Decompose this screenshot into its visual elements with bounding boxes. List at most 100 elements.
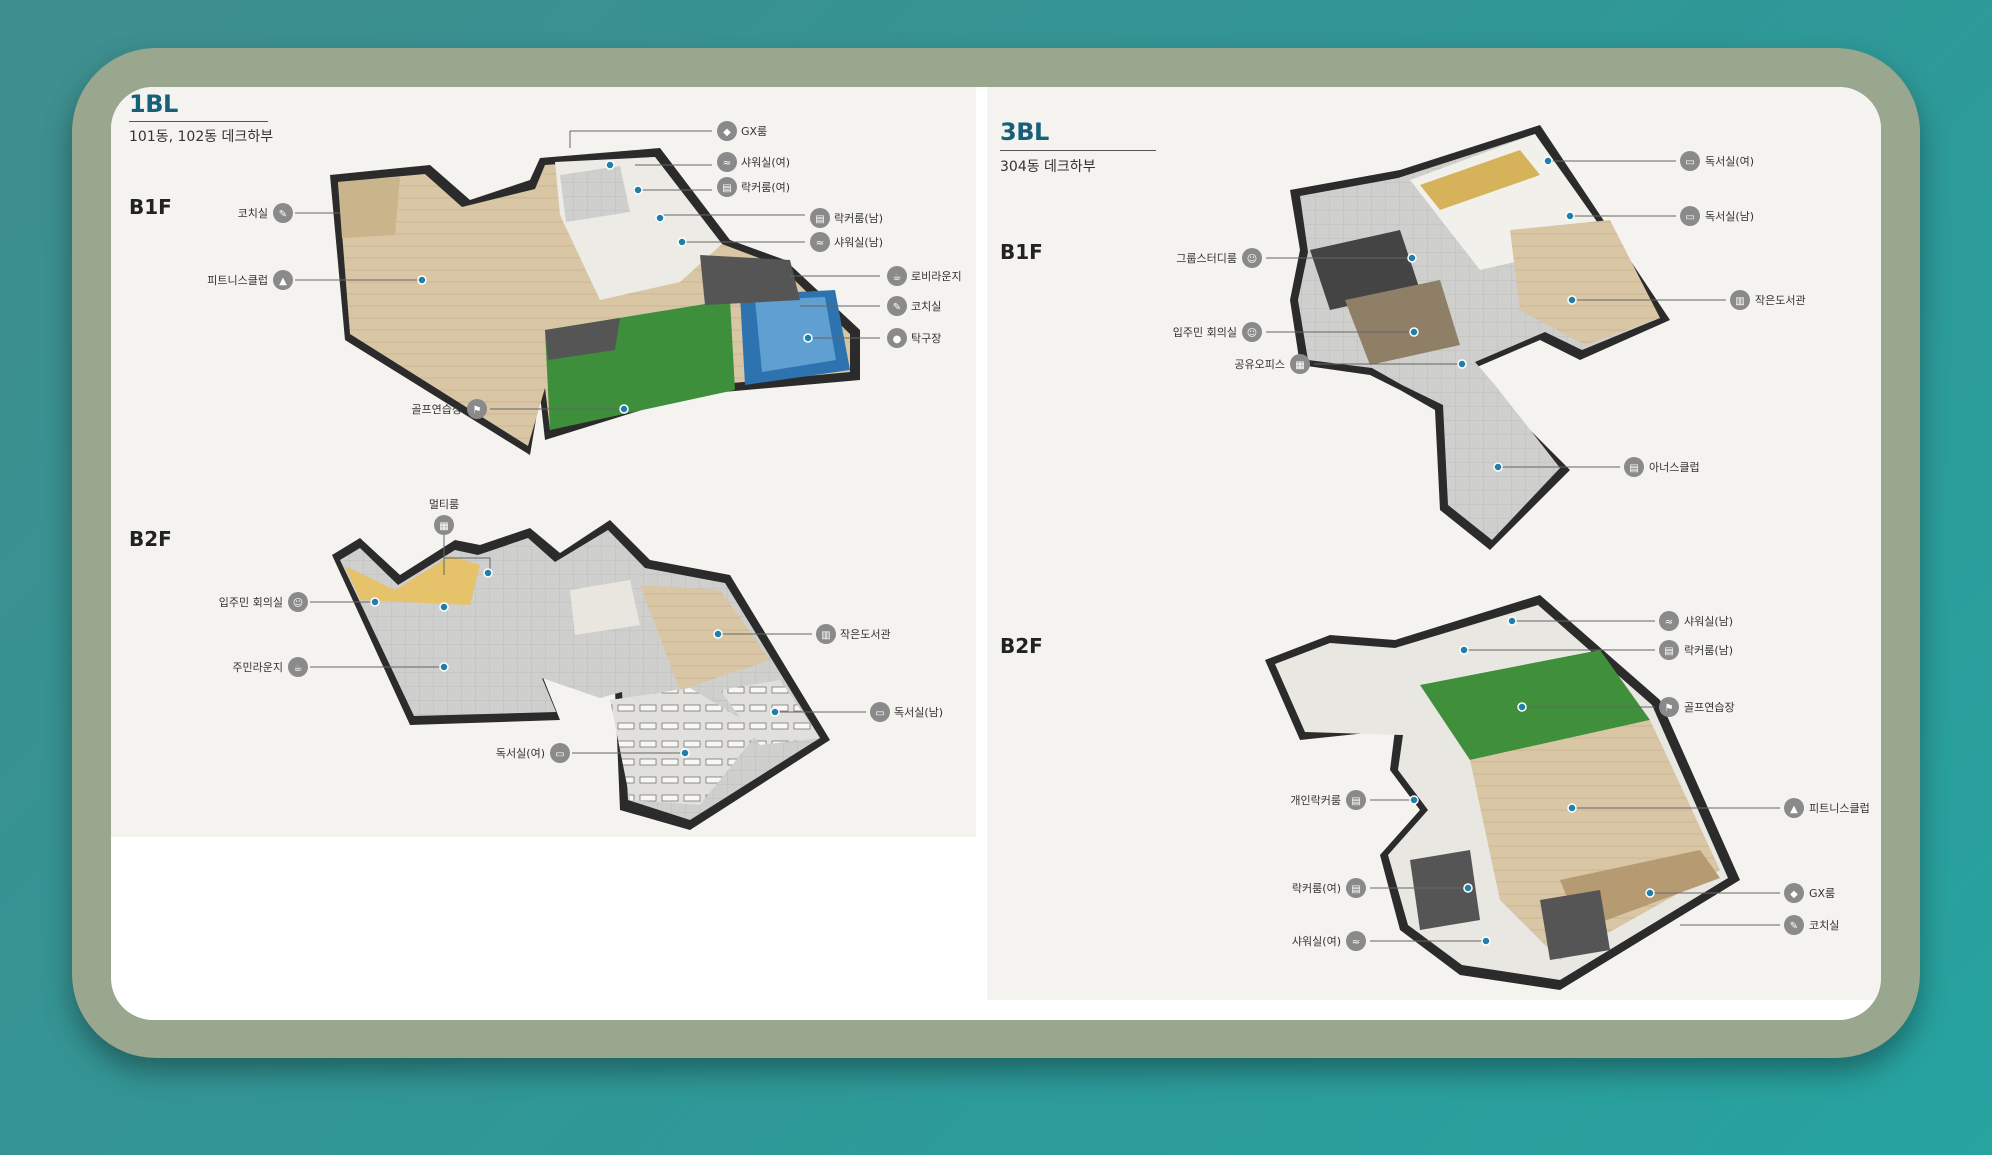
svg-text:락커룸(여): 락커룸(여)	[741, 181, 790, 194]
labels-3bl-b2f: ≈ 샤워실(남) ▤ 락커룸(남) ⚑ 골프연습장 ▤ 개인락커룸	[1290, 611, 1870, 951]
callout-locker-f: ▤ 락커룸(여)	[633, 177, 790, 197]
svg-text:☕: ☕	[294, 663, 303, 674]
callout-pingpong: ● 탁구장	[803, 328, 941, 348]
svg-text:⚑: ⚑	[1665, 703, 1674, 714]
locker-icon	[1659, 640, 1679, 660]
plan-3bl-b1f	[1290, 125, 1670, 550]
svg-text:▤: ▤	[1351, 884, 1360, 895]
club-icon	[1624, 457, 1644, 477]
svg-text:샤워실(여): 샤워실(여)	[1292, 935, 1341, 948]
locker-icon	[717, 177, 737, 197]
svg-text:샤워실(남): 샤워실(남)	[1684, 615, 1733, 628]
book-icon	[1680, 206, 1700, 226]
title-rule	[129, 121, 268, 122]
callout-library: ▥ 작은도서관	[713, 624, 891, 644]
callout-gx-room: ◆ GX룸	[1645, 883, 1835, 903]
svg-text:▥: ▥	[1735, 296, 1744, 307]
block-subtitle-1bl: 101동, 102동 데크하부	[129, 129, 274, 145]
gx-icon	[717, 121, 737, 141]
svg-text:락커룸(남): 락커룸(남)	[1684, 644, 1733, 657]
svg-text:멀티룸: 멀티룸	[429, 498, 459, 511]
locker-icon	[810, 208, 830, 228]
shower-icon	[810, 232, 830, 252]
people-icon	[288, 592, 308, 612]
plan-1bl-b1f	[330, 148, 860, 455]
svg-text:▤: ▤	[722, 183, 731, 194]
callout-study-m: ▭ 독서실(남)	[1565, 206, 1754, 226]
library-icon	[816, 624, 836, 644]
shower-icon	[1659, 611, 1679, 631]
callout-golf: ⚑ 골프연습장	[411, 399, 629, 419]
callout-study-f: ▭ 독서실(여)	[496, 743, 690, 763]
callout-multi-room: ▦ 멀티룸	[429, 498, 493, 612]
svg-text:☺: ☺	[1247, 328, 1257, 339]
svg-text:주민라운지: 주민라운지	[232, 661, 283, 674]
svg-text:샤워실(남): 샤워실(남)	[834, 236, 883, 249]
callout-shower-m: ≈ 샤워실(남)	[1507, 611, 1733, 631]
callout-locker-m: ▤ 락커룸(남)	[1459, 640, 1733, 660]
svg-text:골프연습장: 골프연습장	[411, 403, 462, 416]
svg-text:▥: ▥	[821, 630, 830, 641]
pingpong-icon	[887, 328, 907, 348]
callout-study-m: ▭ 독서실(남)	[770, 702, 943, 722]
callout-shower-m: ≈ 샤워실(남)	[677, 232, 883, 252]
gx-icon	[1784, 883, 1804, 903]
floor-label-b2f: B2F	[129, 527, 172, 551]
callout-personal-locker: ▤ 개인락커룸	[1290, 790, 1419, 810]
callout-fitness: ▲ 피트니스클럽	[1567, 798, 1870, 818]
svg-text:입주민 회의실: 입주민 회의실	[1173, 326, 1237, 339]
svg-text:작은도서관: 작은도서관	[1755, 294, 1806, 307]
svg-text:공유오피스: 공유오피스	[1234, 358, 1285, 371]
locker-icon	[1346, 878, 1366, 898]
callout-group-study: ☺ 그룹스터디룸	[1176, 248, 1417, 268]
svg-text:▦: ▦	[439, 521, 448, 532]
svg-text:락커룸(남): 락커룸(남)	[834, 212, 883, 225]
svg-text:☺: ☺	[293, 598, 303, 609]
callout-honors-club: ▤ 아너스클럽	[1493, 457, 1700, 477]
library-icon	[1730, 290, 1750, 310]
shower-icon	[717, 152, 737, 172]
svg-text:피트니스클럽: 피트니스클럽	[1809, 801, 1870, 815]
svg-text:작은도서관: 작은도서관	[840, 628, 891, 641]
callout-lobby-lounge: ☕ 로비라운지	[790, 266, 962, 286]
golf-icon	[467, 399, 487, 419]
svg-text:탁구장: 탁구장	[911, 332, 941, 345]
block-subtitle-3bl: 304동 데크하부	[1000, 159, 1096, 175]
svg-text:로비라운지: 로비라운지	[911, 270, 962, 283]
callout-locker-f: ▤ 락커룸(여)	[1292, 878, 1473, 898]
svg-text:●: ●	[893, 334, 902, 345]
svg-text:그룹스터디룸: 그룹스터디룸	[1176, 252, 1237, 265]
svg-text:▭: ▭	[555, 749, 564, 760]
coffee-icon	[288, 657, 308, 677]
svg-text:독서실(여): 독서실(여)	[1705, 155, 1754, 168]
svg-text:▤: ▤	[1629, 463, 1638, 474]
callout-study-f: ▭ 독서실(여)	[1543, 151, 1754, 171]
svg-text:▭: ▭	[1685, 157, 1694, 168]
fitness-icon	[1784, 798, 1804, 818]
svg-text:☕: ☕	[893, 272, 902, 283]
svg-text:◆: ◆	[723, 127, 731, 138]
callout-shared-office: ▦ 공유오피스	[1234, 354, 1467, 374]
svg-text:코치실: 코치실	[911, 300, 941, 313]
title-rule	[1000, 150, 1156, 151]
svg-text:GX룸: GX룸	[741, 125, 767, 138]
svg-text:≈: ≈	[816, 238, 824, 249]
svg-text:락커룸(여): 락커룸(여)	[1292, 882, 1341, 895]
coffee-icon	[887, 266, 907, 286]
block-title-3bl: 3BL	[1000, 118, 1049, 146]
book-icon	[550, 743, 570, 763]
svg-text:▭: ▭	[1685, 212, 1694, 223]
svg-text:✎: ✎	[893, 302, 901, 313]
svg-text:≈: ≈	[1352, 937, 1360, 948]
svg-text:아너스클럽: 아너스클럽	[1649, 460, 1700, 474]
svg-text:▲: ▲	[279, 276, 287, 287]
svg-text:✎: ✎	[279, 209, 287, 220]
svg-text:≈: ≈	[723, 158, 731, 169]
callout-locker-m: ▤ 락커룸(남)	[655, 208, 883, 228]
labels-1bl-b2f: ▦ 멀티룸 ☺ 입주민 회의실 ☕ 주민라운지 ▥ 작은도서관	[219, 498, 943, 763]
book-icon	[1680, 151, 1700, 171]
svg-text:≈: ≈	[1665, 617, 1673, 628]
block-title-1bl: 1BL	[129, 90, 178, 118]
callout-fitness: ▲ 피트니스클럽	[207, 270, 427, 290]
callout-resident-lounge: ☕ 주민라운지	[232, 657, 449, 677]
